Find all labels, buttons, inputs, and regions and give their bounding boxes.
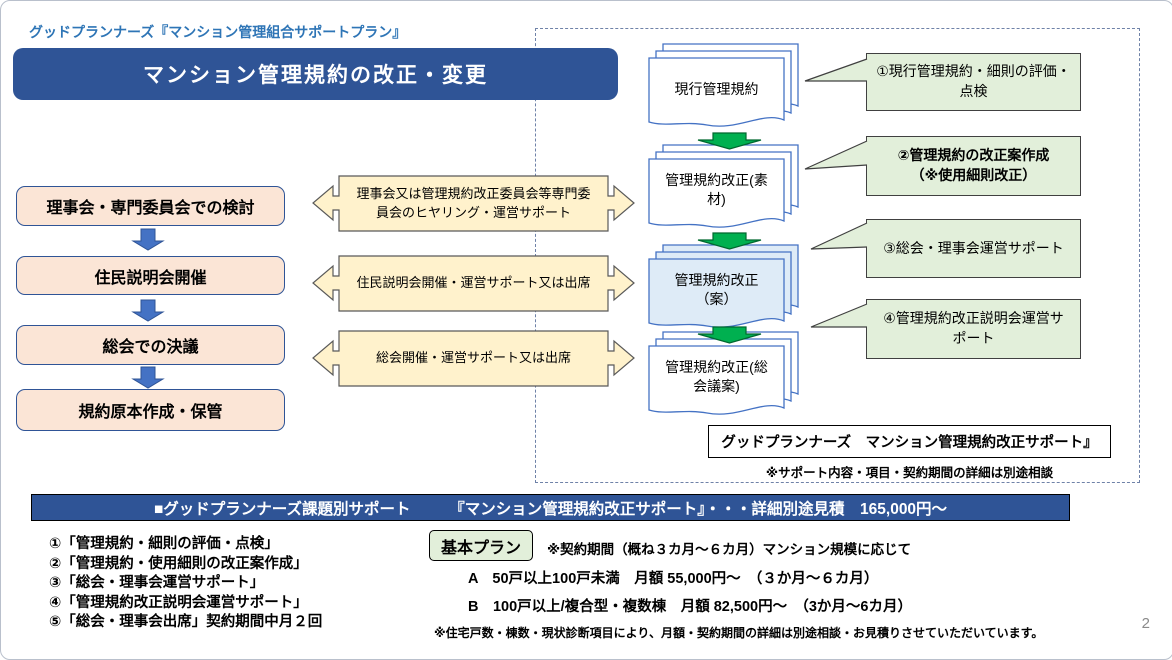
callout-3-meeting-support: ③総会・理事会運営サポート bbox=[866, 219, 1081, 278]
pricing-footnote: ※住宅戸数・棟数・現状診断項目により、月額・契約期間の詳細は別途相談・お見積りさ… bbox=[434, 626, 1044, 640]
support-arrow-text-2: 住民説明会開催・運営サポート又は出席 bbox=[339, 256, 608, 311]
support-footer-note: ※サポート内容・項目・契約期間の詳細は別途相談 bbox=[708, 462, 1111, 481]
step-box-board-review: 理事会・専門委員会での検討 bbox=[16, 186, 285, 226]
page-title: マンション管理規約の改正・変更 bbox=[143, 64, 488, 87]
basic-plan-note: ※契約期間（概ね３カ月～６カ月）マンション規模に応じて bbox=[547, 542, 912, 557]
down-arrow-icon bbox=[132, 299, 164, 322]
callout-1-evaluation: ①現行管理規約・細則の評価・ 点検 bbox=[866, 53, 1081, 111]
doc-title: 管理規約改正 （案） bbox=[674, 272, 759, 307]
slide-header: グッドプランナーズ『マンション管理組合サポートプラン』 bbox=[29, 24, 407, 40]
plan-b-line: B 100戸以上/複合型・複数棟 月額 82,500円～ （3か月～6カ月） bbox=[468, 599, 912, 615]
callout-label: ①現行管理規約・細則の評価・ 点検 bbox=[876, 63, 1071, 99]
step-label: 理事会・専門委員会での検討 bbox=[46, 200, 255, 217]
doc-title: 現行管理規約 bbox=[674, 80, 759, 97]
pricing-item-list: ①「管理規約・細則の評価・点検」 ②「管理規約・使用細則の改正案作成」 ③「総会… bbox=[49, 535, 322, 633]
step-box-general-meeting-resolution: 総会での決議 bbox=[16, 325, 285, 365]
doc-title: 管理規約改正(素 材) bbox=[665, 172, 768, 207]
pricing-item: ③「総会・理事会運営サポート」 bbox=[49, 575, 265, 591]
step-box-bylaw-original-archive: 規約原本作成・保管 bbox=[16, 389, 285, 431]
support-arrow-label: 理事会又は管理規約改正委員会等専門委 員会のヒヤリング・運営サポート bbox=[356, 185, 591, 220]
callout-4-briefing-support: ④管理規約改正説明会運営サ ポート bbox=[866, 299, 1081, 359]
pricing-item: ①「管理規約・細則の評価・点検」 bbox=[49, 536, 279, 552]
basic-plan-badge: 基本プラン bbox=[429, 530, 533, 561]
pricing-item: ④「管理規約改正説明会運営サポート」 bbox=[49, 594, 308, 611]
step-label: 住民説明会開催 bbox=[94, 269, 207, 287]
doc-label-revision-draft: 管理規約改正 （案） bbox=[649, 259, 784, 321]
callout-2-draft-revision: ②管理規約の改正案作成 （※使用細則改正） bbox=[866, 136, 1081, 196]
basic-plan-label: 基本プラン bbox=[440, 539, 521, 557]
callout-label: ③総会・理事会運営サポート bbox=[883, 239, 1064, 256]
support-product-name: グッドプランナーズ マンション管理規約改正サポート』 bbox=[721, 435, 1098, 451]
plan-a-line: A 50戸以上100戸未満 月額 55,000円～ （３か月～６カ月） bbox=[468, 571, 879, 587]
down-arrow-icon bbox=[132, 366, 164, 389]
step-label: 総会での決議 bbox=[102, 339, 199, 356]
doc-label-meeting-agenda: 管理規約改正(総 会議案) bbox=[649, 346, 784, 408]
callout-label: ④管理規約改正説明会運営サ ポート bbox=[883, 310, 1064, 346]
page-number: 2 bbox=[1141, 615, 1150, 632]
support-product-name-box: グッドプランナーズ マンション管理規約改正サポート』 bbox=[708, 425, 1111, 458]
pricing-banner-text: ■グッドプランナーズ課題別サポート 『マンション管理規約改正サポート』・・・詳細… bbox=[153, 500, 948, 518]
pricing-item: ⑤「総会・理事会出席」契約期間中月２回 bbox=[49, 614, 323, 630]
support-arrow-label: 総会開催・運営サポート又は出席 bbox=[375, 350, 571, 366]
support-arrow-text-1: 理事会又は管理規約改正委員会等専門委 員会のヒヤリング・運営サポート bbox=[339, 176, 608, 231]
doc-label-current-bylaws: 現行管理規約 bbox=[649, 58, 784, 120]
doc-label-revision-material: 管理規約改正(素 材) bbox=[649, 159, 784, 221]
doc-title: 管理規約改正(総 会議案) bbox=[665, 359, 768, 394]
title-banner: マンション管理規約の改正・変更 bbox=[13, 48, 618, 100]
step-label: 規約原本作成・保管 bbox=[78, 404, 223, 421]
step-box-resident-briefing: 住民説明会開催 bbox=[16, 256, 285, 295]
callout-label: ②管理規約の改正案作成 （※使用細則改正） bbox=[897, 147, 1050, 183]
down-arrow-icon bbox=[132, 228, 164, 251]
support-arrow-label: 住民説明会開催・運営サポート又は出席 bbox=[356, 275, 591, 291]
pricing-banner: ■グッドプランナーズ課題別サポート 『マンション管理規約改正サポート』・・・詳細… bbox=[31, 494, 1070, 521]
support-arrow-text-3: 総会開催・運営サポート又は出席 bbox=[339, 331, 608, 386]
support-footer-note-text: ※サポート内容・項目・契約期間の詳細は別途相談 bbox=[765, 466, 1054, 480]
pricing-item: ②「管理規約・使用細則の改正案作成」 bbox=[49, 555, 308, 572]
